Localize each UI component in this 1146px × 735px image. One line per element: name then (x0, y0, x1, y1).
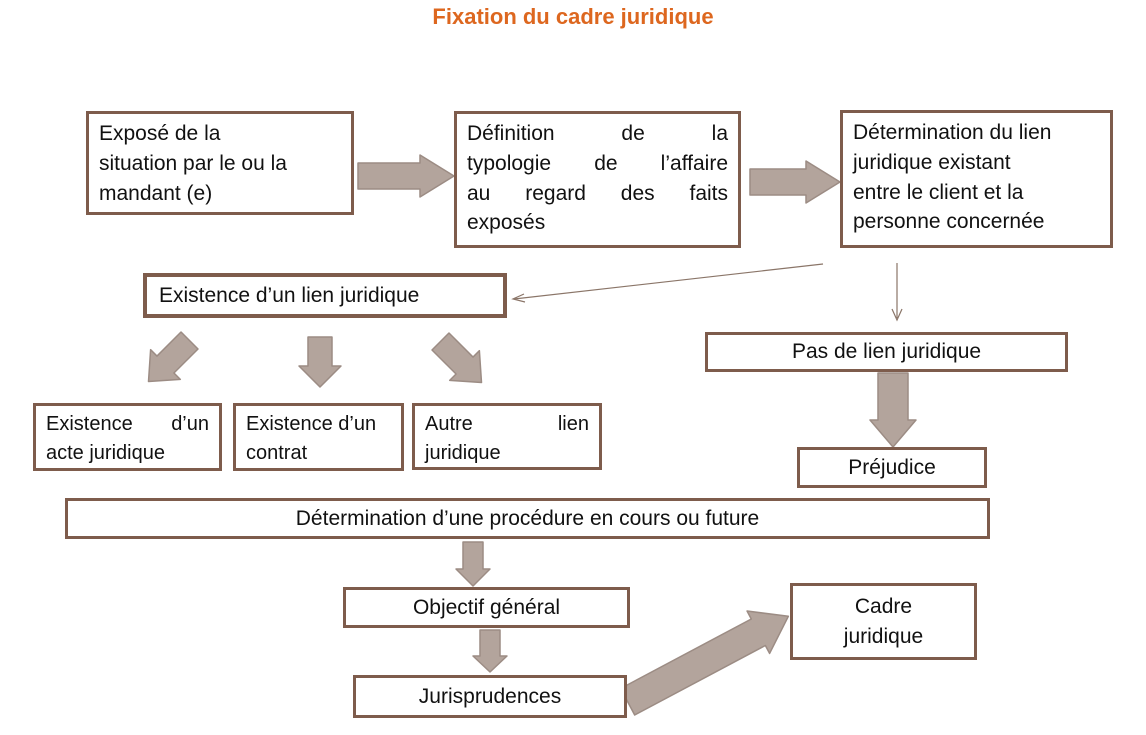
node-label-line: Existence d’un (246, 413, 377, 435)
node-label-line: Définition de la (467, 122, 728, 145)
node-label: Détermination d’une procédure en cours o… (295, 506, 760, 530)
node-acte: Existence d’un acte juridique (33, 403, 222, 471)
node-expose: Exposé de la situation par le ou la mand… (86, 111, 354, 215)
node-label: Préjudice (848, 455, 936, 479)
node-label-line: juridique (425, 442, 501, 464)
thin-arrow-determination-to-existence-icon (511, 263, 824, 303)
node-label-line: contrat (246, 442, 308, 464)
node-label-line: Autre lien (425, 413, 589, 435)
node-determination: Détermination du lien juridique existant… (840, 110, 1113, 248)
arrow-pas-de-lien-to-prejudice-icon (869, 372, 917, 448)
node-objectif: Objectif général (343, 587, 630, 628)
node-label-line: Cadre (854, 595, 913, 619)
arrow-existence-to-acte-icon (147, 331, 199, 383)
node-label: Pas de lien juridique (791, 340, 982, 364)
node-label-line: personne concernée (853, 210, 1045, 234)
node-label-line: Exposé de la (99, 122, 221, 145)
arrow-procedure-to-objectif-icon (455, 541, 491, 587)
arrow-existence-to-autre-lien-icon (431, 332, 483, 384)
node-contrat: Existence d’un contrat (233, 403, 404, 471)
node-label-line: situation par le ou la (99, 151, 287, 175)
node-label-line: acte juridique (46, 442, 165, 464)
node-definition: Définition de la typologie de l’affaire … (454, 111, 741, 248)
arrow-existence-to-contrat-icon (298, 336, 342, 388)
node-existence-lien: Existence d’un lien juridique (143, 273, 507, 318)
arrow-objectif-to-jurisprudences-icon (472, 629, 508, 673)
node-label: Objectif général (412, 595, 561, 619)
node-prejudice: Préjudice (797, 447, 987, 488)
node-label-line: Existence d’un (46, 413, 209, 435)
thin-arrow-determination-to-pas-de-lien-icon (891, 263, 903, 322)
node-pas-de-lien: Pas de lien juridique (705, 332, 1068, 372)
node-label-line: Détermination du lien (853, 121, 1052, 144)
node-jurisprudences: Jurisprudences (353, 675, 627, 718)
node-label-line: exposés (467, 211, 546, 235)
arrow-expose-to-definition-icon (357, 154, 455, 198)
node-label-line: typologie de l’affaire (467, 151, 728, 175)
node-label-line: entre le client et la (853, 180, 1024, 204)
node-procedure: Détermination d’une procédure en cours o… (65, 498, 990, 539)
node-label: Existence d’un lien juridique (159, 283, 420, 307)
node-label-line: juridique (843, 624, 924, 648)
arrow-definition-to-determination-icon (749, 160, 841, 204)
node-label-line: juridique existant (853, 150, 1011, 174)
diagram-title: Fixation du cadre juridique (432, 4, 714, 29)
node-label-line: au regard des faits (467, 181, 728, 205)
node-label: Jurisprudences (418, 684, 562, 708)
arrow-jurisprudences-to-cadre-icon (619, 610, 790, 716)
node-label-line: mandant (e) (99, 181, 213, 205)
node-cadre: Cadre juridique (790, 583, 977, 660)
node-autre-lien: Autre lien juridique (412, 403, 602, 470)
